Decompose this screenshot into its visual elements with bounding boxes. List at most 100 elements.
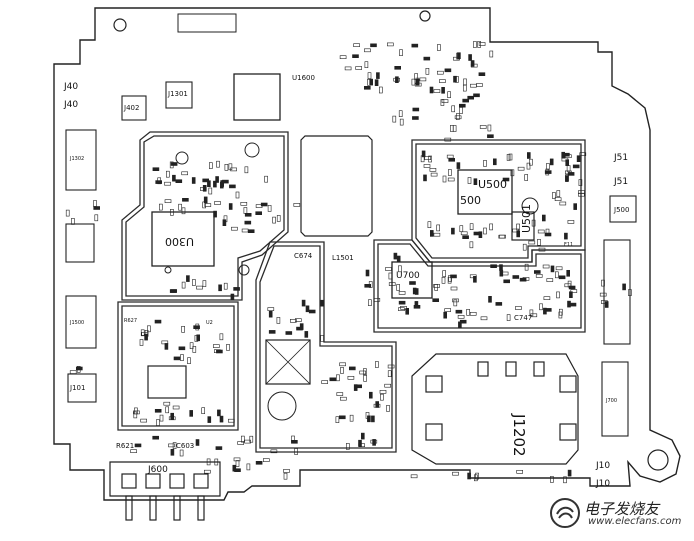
passive-component [421, 150, 426, 158]
passive-component [241, 228, 249, 233]
passive-component [469, 274, 477, 279]
passive-component [178, 203, 182, 211]
passive-component [415, 78, 420, 86]
passive-component [530, 313, 538, 318]
passive-component [578, 179, 583, 186]
passive-component [393, 252, 398, 260]
shield-can-bottom-left [117, 301, 239, 431]
passive-component [321, 380, 329, 384]
passive-component [430, 172, 438, 177]
passive-component [462, 235, 469, 239]
passive-component [385, 267, 392, 271]
passive-component [542, 264, 550, 269]
passive-component [398, 110, 403, 117]
passive-component [483, 227, 487, 235]
passive-component [367, 415, 371, 423]
passive-component [147, 325, 151, 333]
passive-component [355, 66, 363, 70]
passive-component [488, 295, 492, 303]
passive-component [386, 42, 394, 47]
passive-component [442, 270, 447, 277]
passive-component [134, 443, 142, 448]
passive-component [243, 207, 248, 214]
ic-top-center [233, 73, 281, 121]
passive-component [373, 297, 381, 302]
passive-component [564, 283, 572, 288]
passive-component [244, 213, 252, 217]
passive-component [628, 289, 632, 296]
passive-component [499, 264, 503, 271]
passive-component [262, 458, 270, 462]
label-c603: C603 [176, 442, 194, 450]
passive-component [173, 356, 181, 361]
label-u700: U700 [396, 271, 420, 281]
passive-component [340, 367, 344, 374]
passive-component [470, 60, 475, 67]
passive-component [230, 167, 237, 172]
passive-component [563, 152, 570, 157]
passive-component [140, 418, 147, 423]
passive-component [579, 152, 587, 156]
passive-component [218, 284, 222, 292]
passive-component [506, 314, 511, 321]
passive-component [467, 95, 475, 100]
passive-component [195, 439, 200, 446]
passive-component [502, 177, 510, 182]
passive-component [469, 311, 477, 316]
passive-component [529, 309, 534, 317]
passive-component [133, 410, 140, 415]
passive-component [499, 269, 504, 277]
passive-component [164, 343, 169, 350]
ic-left-mid [65, 223, 95, 263]
passive-component [441, 87, 445, 94]
passive-component [545, 168, 550, 176]
passive-component [139, 339, 144, 346]
passive-component [398, 265, 402, 273]
passive-component [531, 219, 536, 227]
passive-component [181, 171, 188, 176]
passive-component [572, 164, 580, 169]
passive-component [172, 442, 177, 449]
passive-component [172, 174, 176, 182]
passive-component [526, 162, 531, 170]
passive-component [244, 439, 251, 444]
passive-component [414, 82, 422, 87]
via-circle-1 [244, 142, 260, 158]
passive-component [93, 206, 100, 210]
shield-can-center [255, 241, 397, 453]
passive-component [202, 178, 209, 183]
passive-component [415, 77, 420, 85]
passive-component [395, 76, 399, 83]
label-j1500: J1500 [69, 320, 84, 326]
label-u500: U500 [478, 178, 507, 191]
passive-component [457, 52, 461, 60]
passive-component [353, 43, 360, 48]
passive-component [516, 230, 521, 238]
passive-component [189, 410, 193, 417]
passive-component [363, 374, 367, 382]
passive-component [164, 181, 171, 186]
label-j402: J402 [123, 104, 139, 112]
passive-component [394, 66, 402, 70]
passive-component [214, 201, 221, 205]
passive-component [338, 415, 346, 420]
board-outline [53, 7, 681, 501]
shield-can-left [121, 131, 289, 301]
passive-component [93, 200, 97, 207]
passive-component [544, 232, 552, 237]
label-j1302: J1302 [69, 156, 84, 162]
passive-component [370, 439, 378, 444]
passive-component [209, 162, 213, 169]
ic-u700 [391, 261, 433, 299]
passive-component [182, 198, 189, 202]
passive-component [229, 184, 236, 189]
passive-component [339, 362, 346, 367]
passive-component [359, 370, 367, 375]
passive-component [202, 280, 207, 287]
passive-component [304, 331, 309, 338]
passive-component [398, 291, 406, 295]
passive-component [367, 72, 372, 79]
passive-component [564, 232, 568, 240]
ic-j700 [601, 361, 629, 437]
passive-component [399, 49, 403, 57]
